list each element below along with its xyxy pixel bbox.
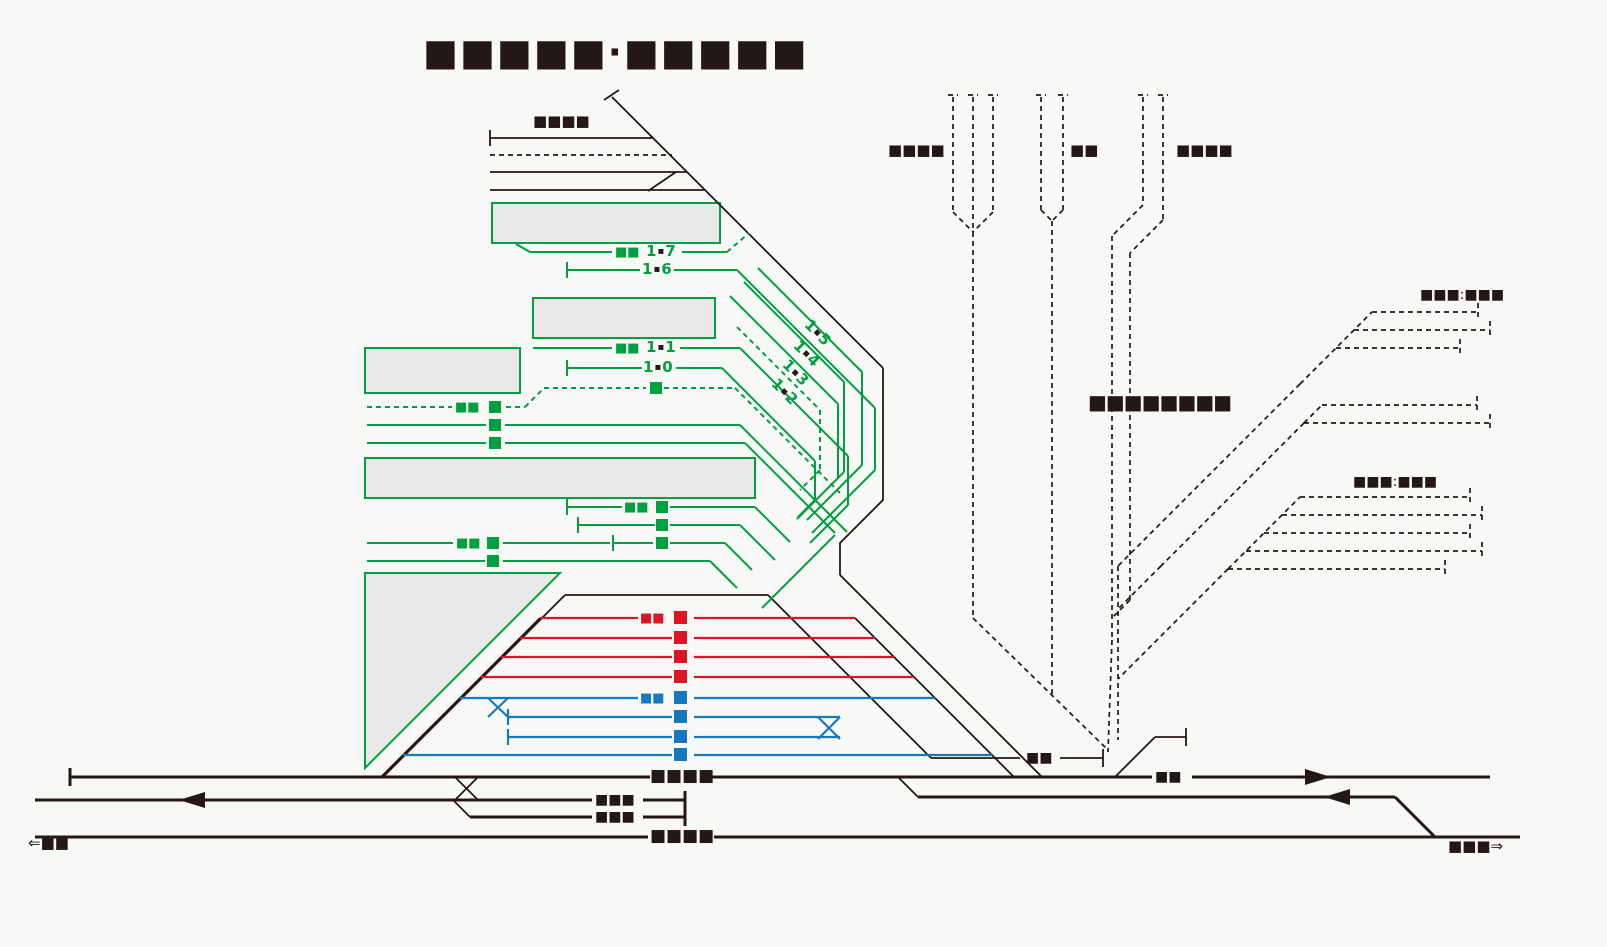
stub-label-b: ■■■ [595, 809, 635, 825]
platform-triangle [364, 572, 563, 771]
signal-label-blue: ■■ [640, 691, 665, 706]
depot-label-b: ■■ [1070, 141, 1099, 159]
blue-platform-tracks [403, 691, 992, 761]
digit: 1 [665, 338, 676, 356]
east-yard-dashed-lines [1117, 303, 1491, 740]
platform-2 [532, 297, 716, 339]
red-signal-markers [674, 611, 687, 683]
signal-label-row-a: ■■ [455, 400, 480, 415]
digit: 1 [643, 358, 654, 376]
digit: 6 [661, 260, 672, 278]
east-yard-lower-label: ■■■:■■■ [1353, 474, 1438, 490]
blue-signal-markers [674, 691, 687, 761]
diagram-title: ■■■■■·■■■■■ [423, 31, 809, 74]
upper-siding-label: ■■■■ [533, 112, 590, 130]
separator-dot: ▪ [653, 264, 661, 275]
platform-4 [364, 457, 756, 499]
digit: 1 [642, 260, 653, 278]
separator-dot: ▪ [657, 342, 665, 353]
east-yard-upper-label: ■■■:■■■ [1420, 287, 1505, 303]
separator-dot: ▪ [657, 246, 665, 257]
track-number-17: 1▪7 [646, 244, 676, 259]
platform-1 [491, 202, 721, 244]
direction-label-east: ■■■⇒ [1448, 837, 1504, 855]
depot-main-label: ■■■■■■■■ [1088, 390, 1232, 414]
separator-dot: ▪ [654, 362, 662, 373]
black-main-lines [35, 768, 1520, 839]
signal-label-17: ■■ [615, 245, 640, 260]
platform-3 [364, 347, 521, 394]
depot-dashed-lines [948, 94, 1168, 753]
platforms [364, 202, 756, 771]
stub-label-a: ■■■ [595, 792, 635, 808]
green-yard-tracks [367, 232, 876, 609]
direction-label-west: ⇐■■ [28, 834, 69, 852]
red-platform-tracks [481, 611, 914, 683]
main-mid-label: ■■ [1155, 769, 1182, 785]
digit: 1 [646, 242, 657, 260]
digit: 1 [646, 338, 657, 356]
arrow-west-right-icon [1324, 789, 1350, 805]
station-label-west-line: ■■■■ [650, 826, 715, 846]
signal-label-row-f: ■■ [456, 536, 481, 551]
signal-label-row-d: ■■ [624, 500, 649, 515]
depot-label-c: ■■■■ [1176, 141, 1233, 159]
arrow-west-left-icon [179, 792, 205, 808]
arrow-east-icon [1305, 769, 1331, 785]
green-signal-markers [487, 382, 668, 567]
black-upper-sidings [489, 89, 1043, 778]
digit: 7 [665, 242, 676, 260]
signal-label-11: ■■ [615, 341, 640, 356]
digit: 0 [662, 358, 673, 376]
signal-label-red: ■■ [640, 611, 665, 626]
track-number-10: 1▪0 [643, 360, 673, 375]
station-label-east-line: ■■■■ [650, 766, 715, 786]
depot-label-a: ■■■■ [888, 141, 945, 159]
track-number-11: 1▪1 [646, 340, 676, 355]
siding-buffer-label: ■■ [1026, 750, 1053, 766]
track-number-16: 1▪6 [642, 262, 672, 277]
